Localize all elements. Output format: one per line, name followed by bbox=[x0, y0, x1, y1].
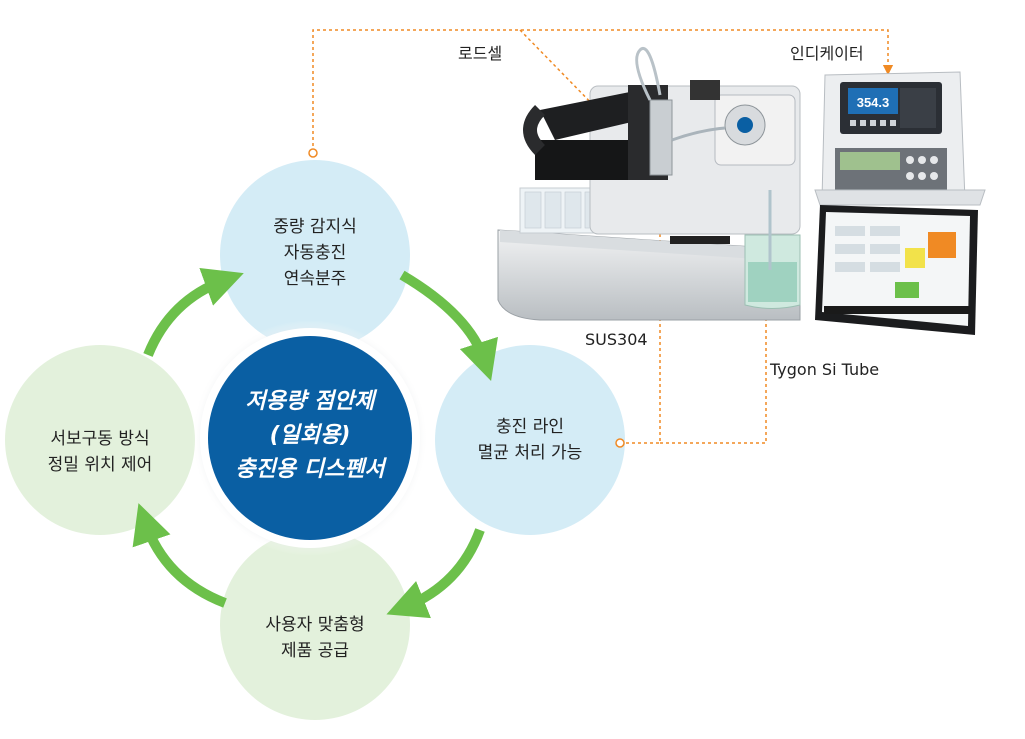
leader-dot-top bbox=[308, 148, 318, 158]
dispenser-machine-image bbox=[497, 47, 801, 321]
feature-circle-bottom bbox=[220, 530, 410, 720]
cycle-arrow-right-bottom bbox=[386, 528, 485, 619]
cycle-arrow-left-top bbox=[143, 268, 244, 357]
indicator-rack-image bbox=[814, 71, 986, 335]
callout-sus304: SUS304 bbox=[585, 330, 648, 349]
feature-top-text: 중량 감지식 자동충진 연속분주 bbox=[273, 217, 357, 289]
feature-right-text: 충진 라인 멸균 처리 가능 bbox=[477, 417, 583, 463]
indicator-display-value: 354.3 bbox=[857, 95, 890, 110]
cycle-arrow-bottom-left bbox=[132, 503, 227, 608]
callout-load-cell: 로드셀 bbox=[458, 44, 503, 63]
cycle-arrow-top-right bbox=[399, 270, 498, 382]
feature-circle-top bbox=[220, 160, 410, 350]
feature-circle-right bbox=[435, 345, 625, 535]
leader-line-top-to-indicator bbox=[312, 29, 894, 152]
leader-dot-right bbox=[615, 438, 625, 448]
center-title: 저용량 점안제 (일회용) 충진용 디스펜서 bbox=[235, 389, 385, 482]
center-circle bbox=[208, 336, 412, 540]
feature-bottom-text: 사용자 맞춤형 제품 공급 bbox=[265, 615, 365, 661]
callout-tygon-tube: Tygon Si Tube bbox=[770, 360, 880, 379]
callout-indicator: 인디케이터 bbox=[790, 44, 864, 63]
feature-left-text: 서보구동 방식 정밀 위치 제어 bbox=[47, 429, 153, 475]
feature-circle-left bbox=[5, 345, 195, 535]
